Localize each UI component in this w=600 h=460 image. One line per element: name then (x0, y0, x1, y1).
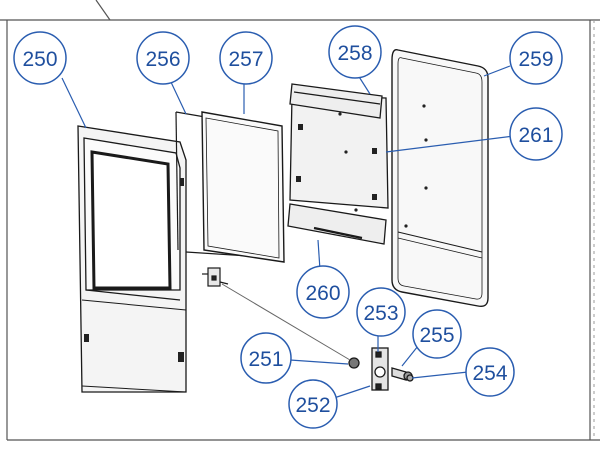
callout-252-label: 252 (295, 394, 330, 417)
callout-261-label: 261 (518, 124, 553, 147)
hinge-assembly (371, 347, 389, 391)
part-259-rear-frame (391, 49, 489, 308)
leader-250 (61, 77, 87, 129)
part-260-bottom-bar (287, 203, 387, 245)
leader-254 (411, 371, 469, 379)
leader-256 (169, 79, 187, 115)
callout-256-label: 256 (145, 48, 180, 71)
assembly-axis-line (221, 283, 351, 361)
callout-250-label: 250 (22, 48, 57, 71)
callout-254: 254 (465, 347, 515, 397)
part-257-glass-pane (201, 111, 285, 263)
callout-260-label: 260 (305, 282, 340, 305)
hinge-bracket-small (202, 267, 229, 287)
leader-251 (289, 359, 349, 365)
callout-253-label: 253 (363, 302, 398, 325)
callout-250: 250 (13, 31, 67, 85)
callout-260: 260 (296, 265, 350, 319)
leader-252 (333, 385, 371, 399)
leader-255 (401, 345, 419, 367)
callout-257: 257 (219, 31, 273, 85)
leader-259 (483, 65, 511, 77)
callout-254-label: 254 (472, 362, 507, 385)
callout-259: 259 (509, 31, 563, 85)
callout-balloons: 250 256 257 258 259 261 260 253 (13, 25, 563, 429)
leader-260 (317, 239, 321, 271)
part-251-nut (348, 357, 360, 369)
callout-255-label: 255 (419, 324, 454, 347)
part-250-door-panel (77, 125, 187, 393)
drawing-frame (0, 0, 600, 441)
part-258-deflector (289, 83, 383, 119)
callout-259-label: 259 (518, 48, 553, 71)
callout-252: 252 (288, 379, 338, 429)
callout-255: 255 (412, 309, 462, 359)
callout-251-label: 251 (248, 348, 283, 371)
callout-261: 261 (509, 107, 563, 161)
callout-256: 256 (136, 31, 190, 85)
leader-261 (385, 135, 515, 153)
callout-253: 253 (356, 287, 406, 337)
callout-258-label: 258 (337, 42, 372, 65)
callout-251: 251 (240, 332, 292, 384)
callout-258: 258 (328, 25, 382, 79)
callout-257-label: 257 (228, 48, 263, 71)
